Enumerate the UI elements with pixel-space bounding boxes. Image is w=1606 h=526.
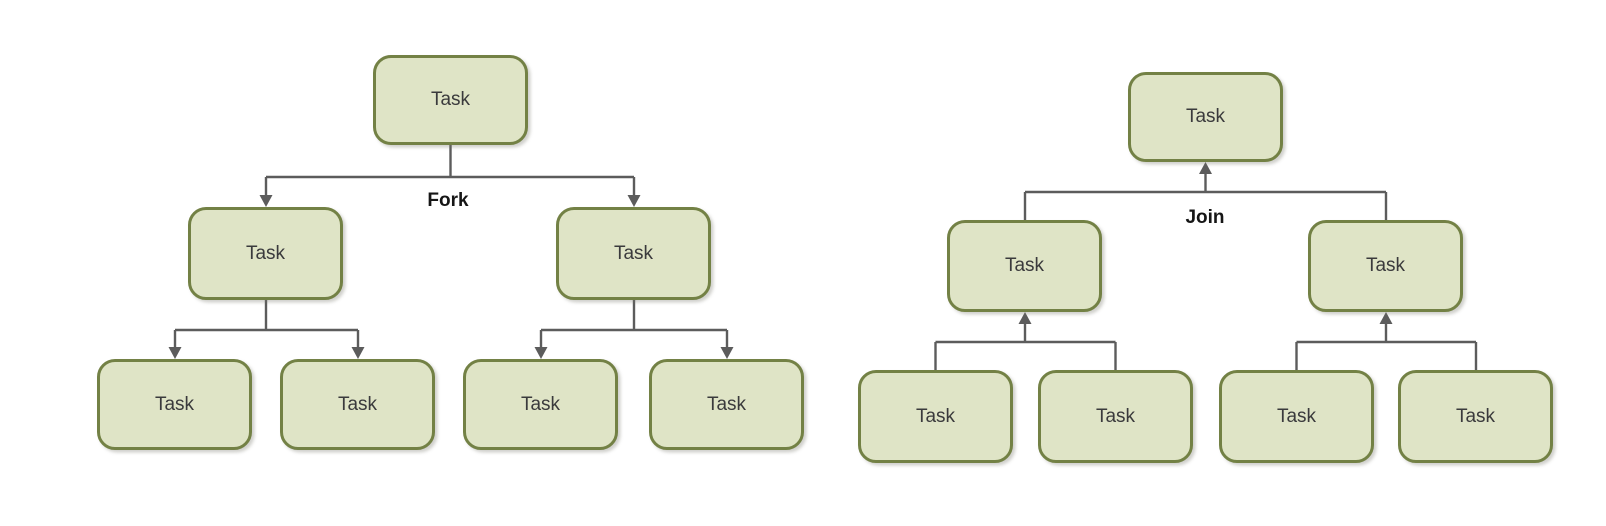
arrowhead-up-icon <box>1379 312 1393 324</box>
join-leaf-task-node-1: Task <box>858 370 1013 463</box>
fork-root-task-node: Task <box>373 55 528 145</box>
fork-connector-root-to-children <box>259 145 641 207</box>
fork-label: Fork <box>427 190 469 211</box>
join-leaf-task-node-3: Task <box>1219 370 1374 463</box>
fork-child-task-node-1: Task <box>188 207 343 300</box>
arrowhead-down-icon <box>627 195 641 207</box>
fork-leaf-task-node-3: Task <box>463 359 618 450</box>
arrowhead-up-icon <box>1199 162 1212 174</box>
arrowhead-down-icon <box>168 347 182 359</box>
join-connector-children-to-root <box>1023 162 1388 220</box>
join-connector-leaves-to-right-child <box>1295 312 1478 370</box>
join-leaf-task-node-4: Task <box>1398 370 1553 463</box>
join-child-task-node-2: Task <box>1308 220 1463 312</box>
fork-connector-left-child-to-leaves <box>168 300 365 359</box>
arrowhead-up-icon <box>1018 312 1032 324</box>
join-root-task-node: Task <box>1128 72 1283 162</box>
join-connector-leaves-to-left-child <box>934 312 1117 370</box>
fork-leaf-task-node-1: Task <box>97 359 252 450</box>
fork-leaf-task-node-2: Task <box>280 359 435 450</box>
join-leaf-task-node-2: Task <box>1038 370 1193 463</box>
arrowhead-down-icon <box>720 347 734 359</box>
fork-connector-right-child-to-leaves <box>534 300 734 359</box>
arrowhead-down-icon <box>259 195 273 207</box>
arrowhead-down-icon <box>351 347 365 359</box>
fork-leaf-task-node-4: Task <box>649 359 804 450</box>
arrowhead-down-icon <box>534 347 548 359</box>
join-child-task-node-1: Task <box>947 220 1102 312</box>
join-label: Join <box>1185 207 1225 228</box>
fork-child-task-node-2: Task <box>556 207 711 300</box>
